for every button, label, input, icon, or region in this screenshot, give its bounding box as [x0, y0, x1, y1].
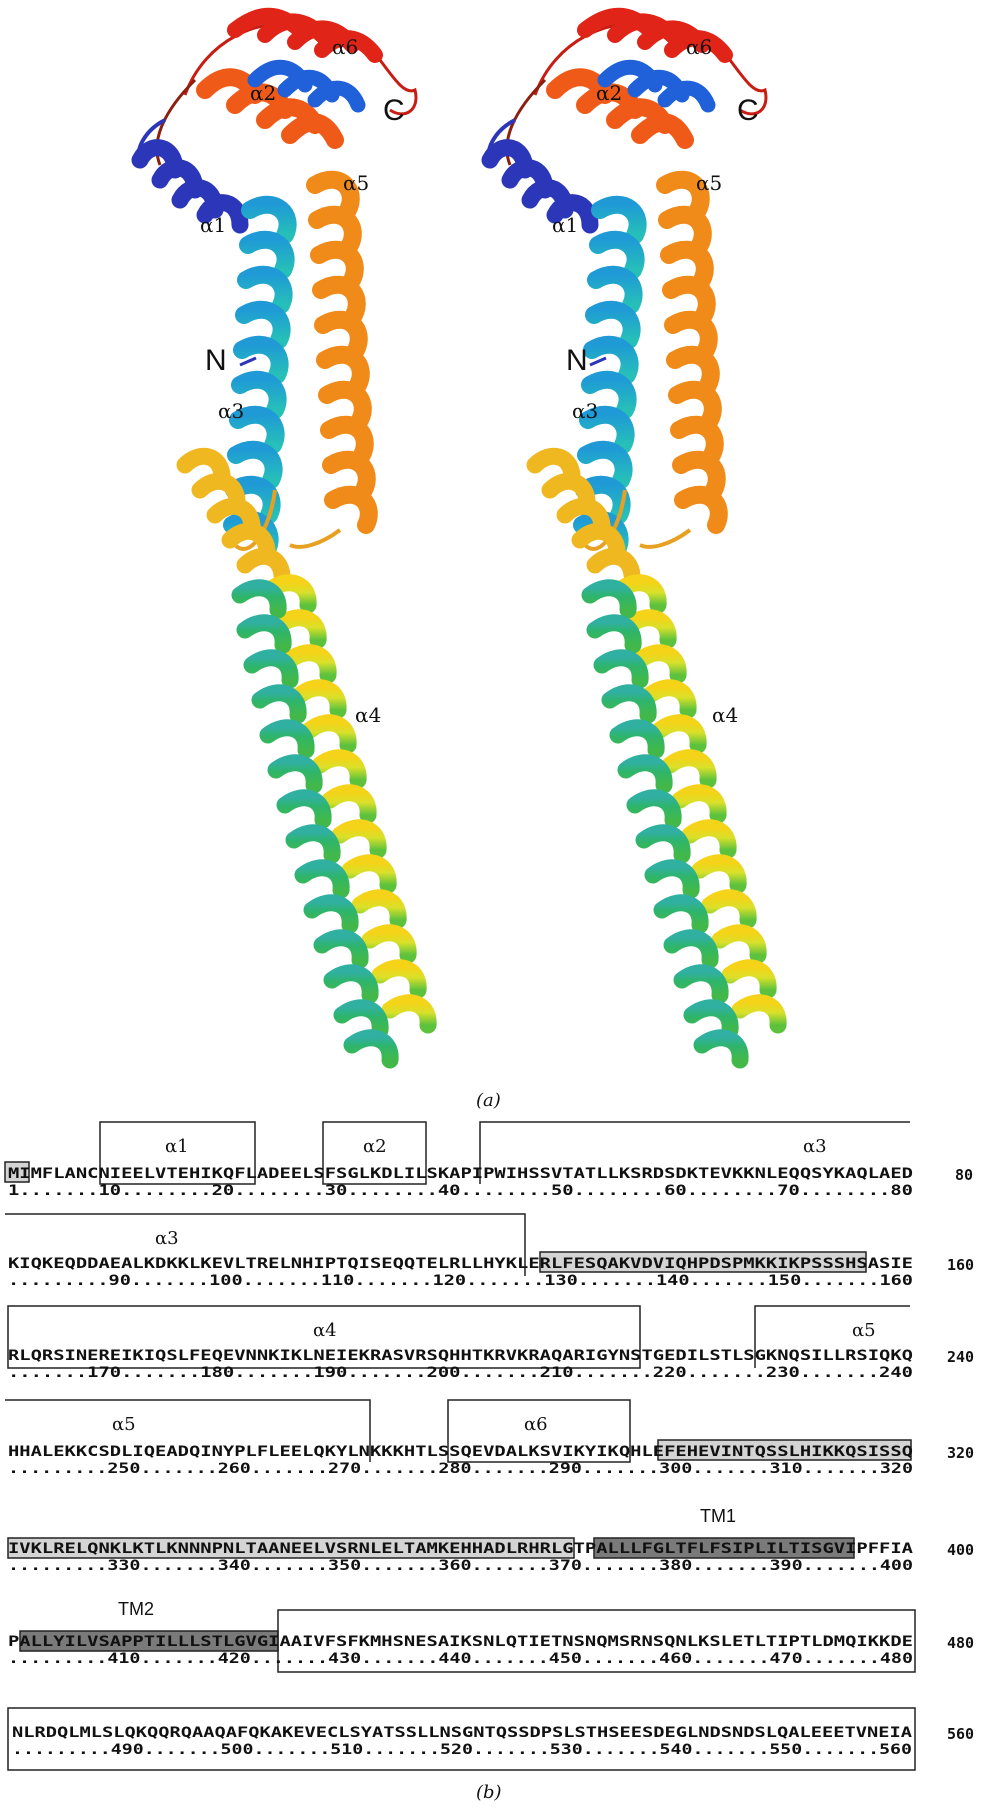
row-end-number: 400 [947, 1541, 974, 1559]
label-c-term-left: C [383, 94, 405, 127]
ruler-line: .........490.......500.......510.......5… [12, 1742, 912, 1758]
sequence-line: IVKLRELQNKLKTLKNNNPNLTAANEELVSRNLELTAMKE… [8, 1541, 913, 1557]
row-end-number: 160 [947, 1256, 974, 1274]
row-end-number: 80 [955, 1166, 973, 1184]
structure-right-view [489, 16, 778, 1060]
label-alpha1-left: α1 [200, 213, 226, 237]
sequence-line: KIQKEQDDAEALKDKKLKEVLTRELNHIPTQISEQQTELR… [8, 1256, 913, 1272]
seq-row-1: α1 α2 α3 MIMFLANCNIEELVTEHIKQFLADEELSFSG… [5, 1122, 973, 1199]
ruler-line: .........90.......100.......110.......12… [8, 1273, 913, 1289]
ruler-line: .........410.......420.......430.......4… [8, 1651, 913, 1667]
label-c-term-right: C [737, 94, 759, 127]
row-end-number: 240 [947, 1348, 974, 1366]
sequence-line: NLRDQLMLSLQKQQRQAAQAFQKAKEVECLSYATSSLLNS… [12, 1725, 912, 1741]
row-end-number: 480 [947, 1634, 974, 1652]
caption-b: (b) [476, 1782, 502, 1803]
label-alpha4-left: α4 [355, 703, 381, 727]
label-alpha5-left: α5 [343, 171, 369, 195]
label-alpha3-right: α3 [572, 399, 598, 423]
helix-label-a3-cont: α3 [155, 1228, 179, 1249]
protein-structure-stereo-view: α6 α2 C α5 α1 N α3 α4 α6 α2 C α5 α1 N α3… [0, 0, 981, 1090]
seq-row-5: TM1 IVKLRELQNKLKTLKNNNPNLTAANEELVSRNLELT… [8, 1506, 974, 1574]
seq-row-3: α4 α5 RLQRSINEREIKIQSLFEQEVNNKIKLNEIEKRA… [8, 1306, 974, 1381]
ruler-line: .......170.......180.......190.......200… [8, 1365, 913, 1381]
tm1-label: TM1 [700, 1506, 736, 1526]
row-end-number: 320 [947, 1444, 974, 1462]
helix-label-a6: α6 [524, 1414, 548, 1435]
sequence-line: MIMFLANCNIEELVTEHIKQFLADEELSFSGLKDLILSKA… [8, 1166, 913, 1182]
label-alpha3-left: α3 [218, 399, 244, 423]
sequence-line: PALLYILVSAPPTILLLSTLGVGIAAIVFSFKMHSNESAI… [8, 1634, 913, 1650]
seq-row-7: NLRDQLMLSLQKQQRQAAQAFQKAKEVECLSYATSSLLNS… [8, 1708, 974, 1770]
helix-label-a5: α5 [852, 1320, 876, 1341]
helix-label-a3: α3 [803, 1136, 827, 1157]
sequence-line: HHALEKKCSDLIQEADQINYPLFLEELQKYLNKKKHTLSS… [8, 1444, 913, 1460]
label-alpha1-right: α1 [552, 213, 578, 237]
label-alpha2-left: α2 [250, 81, 276, 105]
ruler-line: .........330.......340.......350.......3… [8, 1558, 913, 1574]
label-alpha2-right: α2 [596, 81, 622, 105]
label-n-term-left: N [205, 344, 227, 377]
sequence-line: RLQRSINEREIKIQSLFEQEVNNKIKLNEIEKRASVRSQH… [8, 1348, 913, 1364]
sequence-annotation: α1 α2 α3 MIMFLANCNIEELVTEHIKQFLADEELSFSG… [0, 1110, 981, 1790]
helix-label-a4: α4 [313, 1320, 337, 1341]
ruler-line: 1.......10........20........30........40… [8, 1183, 913, 1199]
seq-row-4: α5 α6 HHALEKKCSDLIQEADQINYPLFLEELQKYLNKK… [5, 1400, 974, 1477]
label-alpha6-left: α6 [332, 35, 358, 59]
helix-label-a5-cont: α5 [112, 1414, 136, 1435]
helix-label-a1: α1 [165, 1136, 189, 1157]
tm2-label: TM2 [118, 1599, 154, 1619]
label-alpha5-right: α5 [696, 171, 722, 195]
label-n-term-right: N [566, 344, 588, 377]
label-alpha6-right: α6 [686, 35, 712, 59]
caption-a: (a) [476, 1090, 501, 1111]
structure-left-view [139, 16, 428, 1060]
seq-row-6: TM2 PALLYILVSAPPTILLLSTLGVGIAAIVFSFKMHSN… [8, 1599, 974, 1672]
seq-row-2: α3 KIQKEQDDAEALKDKKLKEVLTRELNHIPTQISEQQT… [5, 1214, 974, 1289]
ruler-line: .........250.......260.......270.......2… [8, 1461, 913, 1477]
row-end-number: 560 [947, 1725, 974, 1743]
helix-label-a2: α2 [363, 1136, 387, 1157]
label-alpha4-right: α4 [712, 703, 738, 727]
